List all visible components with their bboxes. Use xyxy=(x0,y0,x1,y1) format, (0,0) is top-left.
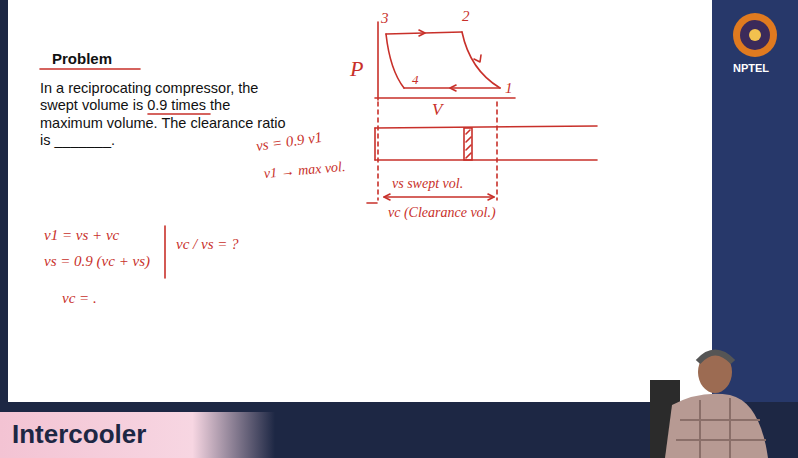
logo-text: NPTEL xyxy=(733,62,769,74)
state-number: 3 xyxy=(381,10,389,27)
handwritten-equation: vc = . xyxy=(62,290,97,307)
state-number: 1 xyxy=(505,80,513,97)
state-number: 2 xyxy=(462,8,470,25)
handwritten-equation: vs = 0.9 (vc + vs) xyxy=(44,253,150,270)
axis-label: V xyxy=(432,100,442,120)
dimension-label: vc (Clearance vol.) xyxy=(388,205,496,221)
topic-band: Intercooler xyxy=(0,412,275,458)
topic-title: Intercooler xyxy=(0,412,146,450)
slide-heading: Problem xyxy=(52,50,112,67)
axis-label: P xyxy=(350,56,363,82)
handwritten-equation: vc / vs = ? xyxy=(176,236,239,253)
handwritten-equation: v1 = vs + vc xyxy=(44,227,119,244)
dimension-label: vs swept vol. xyxy=(392,176,463,192)
state-number: 4 xyxy=(412,72,419,88)
problem-text: In a reciprocating compressor, the swept… xyxy=(40,80,288,150)
